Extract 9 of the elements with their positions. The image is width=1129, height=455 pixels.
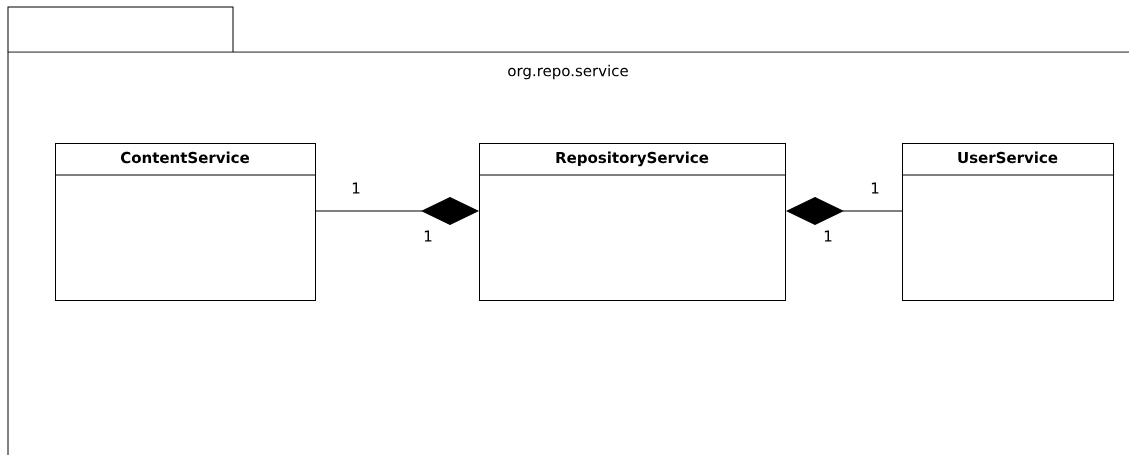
composition-line <box>786 197 903 225</box>
composition-line <box>315 197 479 225</box>
class-box: UserService <box>901 143 1114 301</box>
class-box: ContentService <box>54 143 316 301</box>
multiplicity-label: 1 <box>871 182 879 194</box>
multiplicity-label: 1 <box>352 182 360 194</box>
multiplicity-label: 1 <box>824 230 832 242</box>
multiplicity-label: 1 <box>424 230 432 242</box>
class-box: RepositoryService <box>478 143 786 301</box>
